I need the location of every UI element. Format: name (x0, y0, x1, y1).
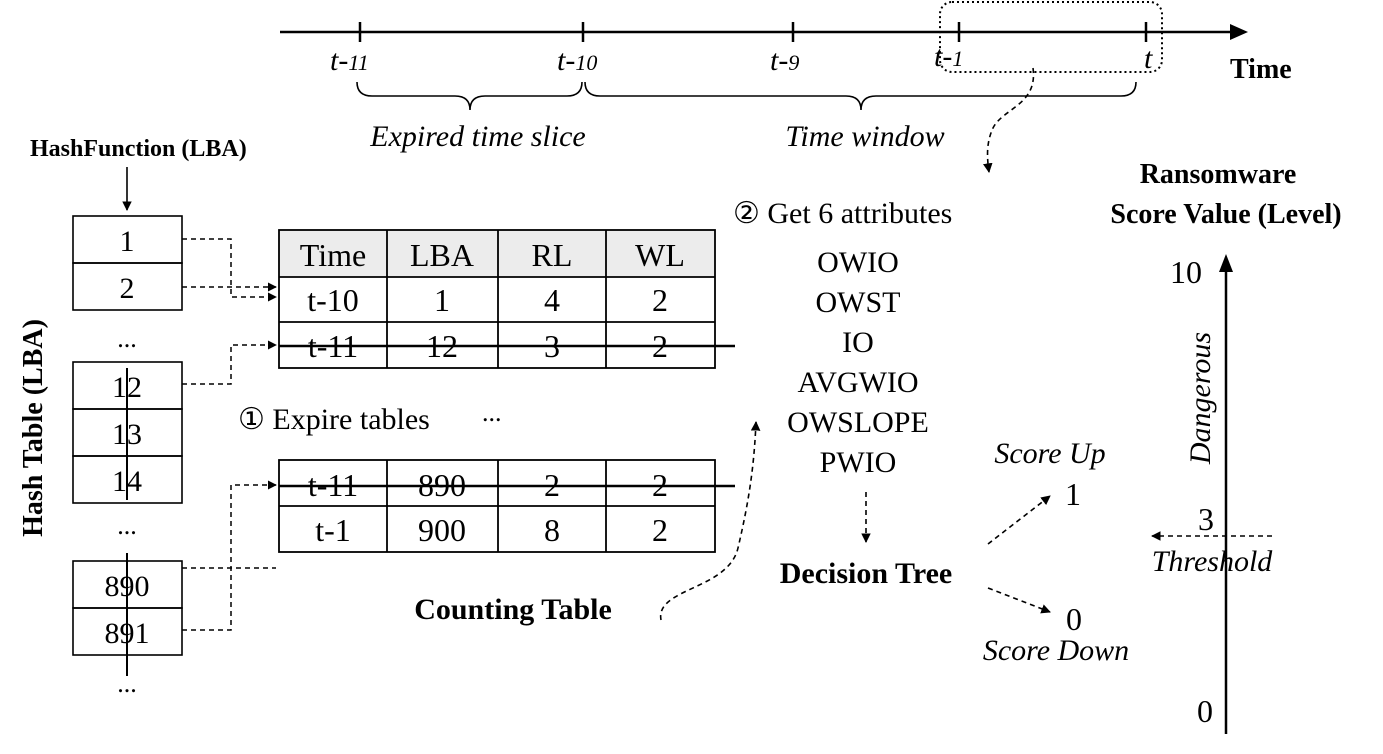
attribute-item: OWST (816, 286, 901, 319)
time-window-brace (584, 81, 1137, 111)
attributes-section: ② Get 6 attributes OWIO OWST IO AVGWIO O… (733, 197, 952, 543)
time-axis-label: Time (1230, 54, 1292, 85)
score-scale-section: Ransomware Score Value (Level) 10 0 Dang… (1110, 159, 1342, 734)
tick-label-t-10: t-10 (557, 44, 597, 77)
hash-table-label: Hash Table (LBA) (18, 319, 49, 537)
table-header-background (279, 230, 715, 277)
tick-label-t-9: t-9 (770, 44, 799, 77)
time-window-label: Time window (785, 120, 944, 153)
decision-tree-section: Decision Tree Score Up 1 0 Score Down (780, 437, 1129, 667)
score-title-line2: Score Value (Level) (1110, 199, 1341, 230)
attribute-item: OWSLOPE (787, 406, 929, 439)
threshold-value: 3 (1198, 501, 1214, 537)
counting-to-attributes-arrow (660, 421, 761, 621)
counting-table-1: Time LBA RL WL t-10 1 4 2 t-11 12 3 2 (278, 229, 735, 369)
current-window-box (939, 1, 1163, 73)
table-cell: 1 (434, 282, 450, 318)
hash-ellipsis: ... (117, 324, 137, 353)
hash-entry: 2 (120, 272, 135, 305)
time-axis-arrowhead (1230, 24, 1248, 40)
threshold-label: Threshold (1152, 545, 1274, 578)
score-up-value: 1 (1065, 476, 1081, 512)
window-to-attributes-arrow (983, 67, 1035, 173)
column-header: WL (635, 237, 685, 273)
attributes-title: ② Get 6 attributes (733, 197, 952, 230)
hash-section: HashFunction (LBA) Hash Table (LBA) 1 2 … (18, 136, 277, 698)
hash-function-label: HashFunction (LBA) (30, 136, 247, 162)
attribute-item: AVGWIO (797, 366, 918, 399)
score-min-label: 0 (1197, 693, 1213, 729)
table-frame (278, 229, 716, 369)
tick-label-t-11: t-11 (330, 44, 369, 77)
score-title-line1: Ransomware (1140, 159, 1297, 190)
table-cell: 900 (418, 512, 466, 548)
attribute-item: OWIO (817, 246, 899, 279)
hash-ellipsis: ... (117, 669, 137, 698)
table-cell: 2 (652, 512, 668, 548)
score-down-arrow (987, 587, 1051, 614)
attribute-item: PWIO (820, 446, 897, 479)
tick-label-t-1: t-1 (934, 40, 963, 73)
expired-slice-brace (356, 81, 583, 111)
expired-slice-label: Expired time slice (369, 120, 585, 153)
hash-entry: 1 (120, 225, 135, 258)
score-down-label: Score Down (983, 634, 1129, 667)
score-down-value: 0 (1066, 601, 1082, 637)
dangerous-label: Dangerous (1184, 332, 1217, 465)
column-header: Time (300, 237, 366, 273)
pointer-entry-12 (182, 340, 277, 385)
score-up-arrow (987, 495, 1051, 545)
timeline: t-11 t-10 t-9 t-1 t Time Expired time sl… (280, 1, 1292, 173)
pointer-entry-891 (182, 480, 277, 631)
hash-ellipsis: ... (117, 511, 137, 540)
pointer-entry-1 (182, 238, 277, 302)
table-cell: 8 (544, 512, 560, 548)
expire-tables-ellipsis: ... (482, 398, 502, 427)
decision-tree-label: Decision Tree (780, 557, 952, 590)
score-up-label: Score Up (994, 437, 1105, 470)
column-header: LBA (410, 237, 474, 273)
table-cell: t-10 (307, 282, 359, 318)
counting-table-2: t-11 890 2 2 t-1 900 8 2 (278, 459, 735, 553)
table-cell: t-1 (315, 512, 351, 548)
table-cell: 4 (544, 282, 560, 318)
column-header: RL (532, 237, 573, 273)
score-scale-arrowhead (1219, 254, 1233, 272)
table-cell: 2 (652, 282, 668, 318)
tick-label-t: t (1144, 42, 1153, 75)
counting-table-title: Counting Table (414, 593, 612, 626)
expire-tables-label: ① Expire tables (238, 403, 430, 436)
score-max-label: 10 (1170, 254, 1202, 290)
attribute-item: IO (842, 326, 874, 359)
